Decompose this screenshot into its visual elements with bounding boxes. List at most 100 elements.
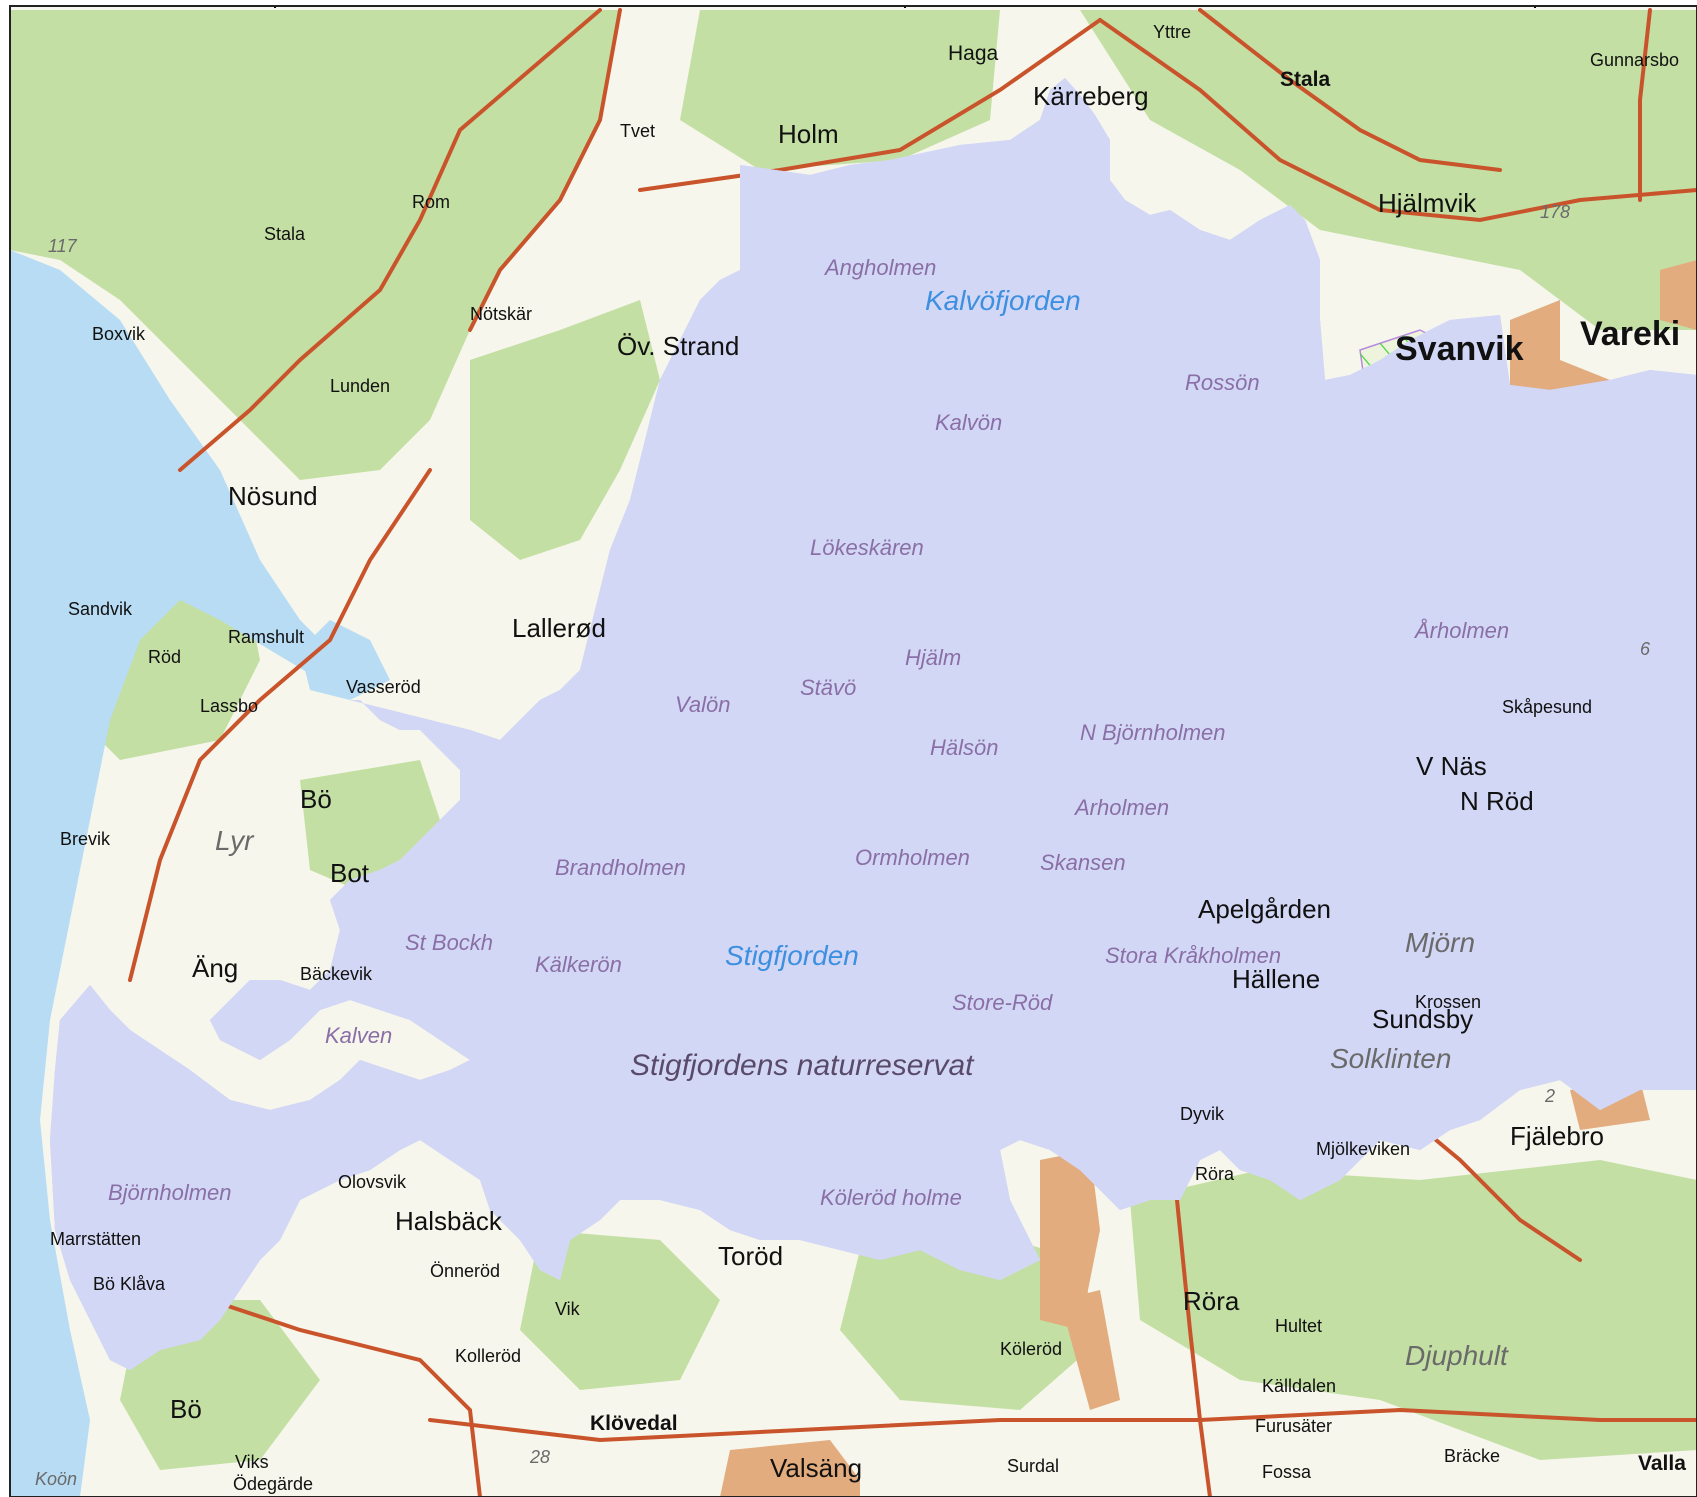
island-label: Ormholmen: [855, 845, 970, 870]
place-label: Apelgården: [1198, 894, 1331, 924]
place-label: Mjölkeviken: [1316, 1139, 1410, 1159]
place-label: Bäckevik: [300, 964, 373, 984]
place-label: Önneröd: [430, 1261, 500, 1281]
place-label: Ödegärde: [233, 1474, 313, 1494]
place-label: Brevik: [60, 829, 111, 849]
place-label: Nösund: [228, 481, 318, 511]
island-label: Store-Röd: [952, 990, 1053, 1015]
island-label: Stävö: [800, 675, 856, 700]
place-label: Marrstätten: [50, 1229, 141, 1249]
place-label: Hultet: [1275, 1316, 1322, 1336]
place-label: Klövedal: [590, 1412, 678, 1435]
place-label: Svanvik: [1395, 330, 1524, 368]
place-label: Kolleröd: [455, 1346, 521, 1366]
water-label: Kalvöfjorden: [925, 285, 1081, 316]
place-label: Valsäng: [770, 1453, 862, 1483]
place-label: Röra: [1183, 1286, 1240, 1316]
road-number-label: 28: [529, 1447, 550, 1467]
place-label: Hjälmvik: [1378, 188, 1477, 218]
place-label: Hällene: [1232, 964, 1320, 994]
island-label: Brandholmen: [555, 855, 686, 880]
place-label: Röra: [1195, 1164, 1235, 1184]
place-label: Vareki: [1580, 315, 1680, 353]
island-label: Årholmen: [1413, 618, 1509, 643]
island-label: N Björnholmen: [1080, 720, 1226, 745]
place-label: Vik: [555, 1299, 581, 1319]
place-label: Lallerød: [512, 613, 606, 643]
place-label: Rom: [412, 192, 450, 212]
place-label: Skåpesund: [1502, 697, 1592, 717]
place-label: Holm: [778, 119, 839, 149]
place-label: Vasseröd: [346, 677, 421, 697]
place-label: Ramshult: [228, 627, 304, 647]
place-label: Dyvik: [1180, 1104, 1225, 1124]
place-label: Källdalen: [1262, 1376, 1336, 1396]
place-label: Äng: [192, 953, 238, 983]
island-label: Rossön: [1185, 370, 1260, 395]
region-label: Djuphult: [1405, 1340, 1509, 1371]
island-label: Lökeskären: [810, 535, 924, 560]
place-label: Tvet: [620, 121, 655, 141]
road-number-label: 2: [1544, 1086, 1555, 1106]
place-label: Valla: [1638, 1452, 1686, 1475]
place-label: Haga: [948, 42, 999, 65]
place-label: N Röd: [1460, 786, 1534, 816]
island-label: St Bockh: [405, 930, 493, 955]
island-label: Kalvön: [935, 410, 1002, 435]
place-label: Viks: [235, 1452, 269, 1472]
place-label: Röd: [148, 647, 181, 667]
place-label: Gunnarsbo: [1590, 50, 1679, 70]
place-label: Bräcke: [1444, 1446, 1500, 1466]
place-label: Sundsby: [1372, 1004, 1473, 1034]
place-label: V Näs: [1416, 751, 1487, 781]
map-frame: [9, 5, 1697, 1497]
place-label: Nötskär: [470, 304, 532, 324]
island-label: Angholmen: [823, 255, 936, 280]
place-label: Stala: [264, 224, 306, 244]
place-label: Köleröd: [1000, 1339, 1062, 1359]
island-label: Björnholmen: [108, 1180, 232, 1205]
island-label: Arholmen: [1073, 795, 1169, 820]
place-label: Fossa: [1262, 1462, 1312, 1482]
place-label: Yttre: [1153, 22, 1191, 42]
road-number-label: 6: [1640, 639, 1651, 659]
place-label: Bö: [300, 784, 332, 814]
place-label: Fjälebro: [1510, 1121, 1604, 1151]
place-label: Öv. Strand: [617, 331, 739, 361]
region-label: Solklinten: [1330, 1043, 1451, 1074]
sound-water: [10, 250, 330, 1497]
forest-areas: [10, 10, 1697, 1470]
place-label: Stala: [1280, 68, 1331, 91]
place-label: Boxvik: [92, 324, 146, 344]
place-label: Krossen: [1415, 992, 1481, 1012]
island-label: Stora Kråkholmen: [1105, 943, 1281, 968]
road-number-label: 117: [48, 236, 78, 256]
place-label: Bö Klåva: [93, 1274, 166, 1294]
reserve-name-label: Stigfjordens naturreservat: [630, 1049, 975, 1082]
place-label: Lassbo: [200, 696, 258, 716]
island-label: Valön: [675, 692, 730, 717]
road-number-label: 178: [1540, 202, 1570, 222]
place-label: Bö: [170, 1394, 202, 1424]
region-label: Mjörn: [1405, 927, 1475, 958]
region-label: Lyr: [215, 825, 255, 856]
place-label: Toröd: [718, 1241, 783, 1271]
island-label: Kälkerön: [535, 952, 622, 977]
place-label: Olovsvik: [338, 1172, 407, 1192]
island-label: Hälsön: [930, 735, 998, 760]
map-labels: Stigfjordens naturreservatKalvöfjordenSt…: [35, 22, 1686, 1494]
place-label: Kärreberg: [1033, 81, 1149, 111]
island-label: Skansen: [1040, 850, 1126, 875]
water-label: Stigfjorden: [725, 940, 859, 971]
place-label: Bot: [330, 858, 370, 888]
island-label: Köleröd holme: [820, 1185, 962, 1210]
place-label: Koön: [35, 1469, 77, 1489]
urban-areas: [720, 260, 1697, 1497]
island-label: Hjälm: [905, 645, 961, 670]
place-label: Surdal: [1007, 1456, 1059, 1476]
place-label: Furusäter: [1255, 1416, 1332, 1436]
island-label: Kalven: [325, 1023, 392, 1048]
bay-water: [300, 620, 390, 700]
place-label: Lunden: [330, 376, 390, 396]
